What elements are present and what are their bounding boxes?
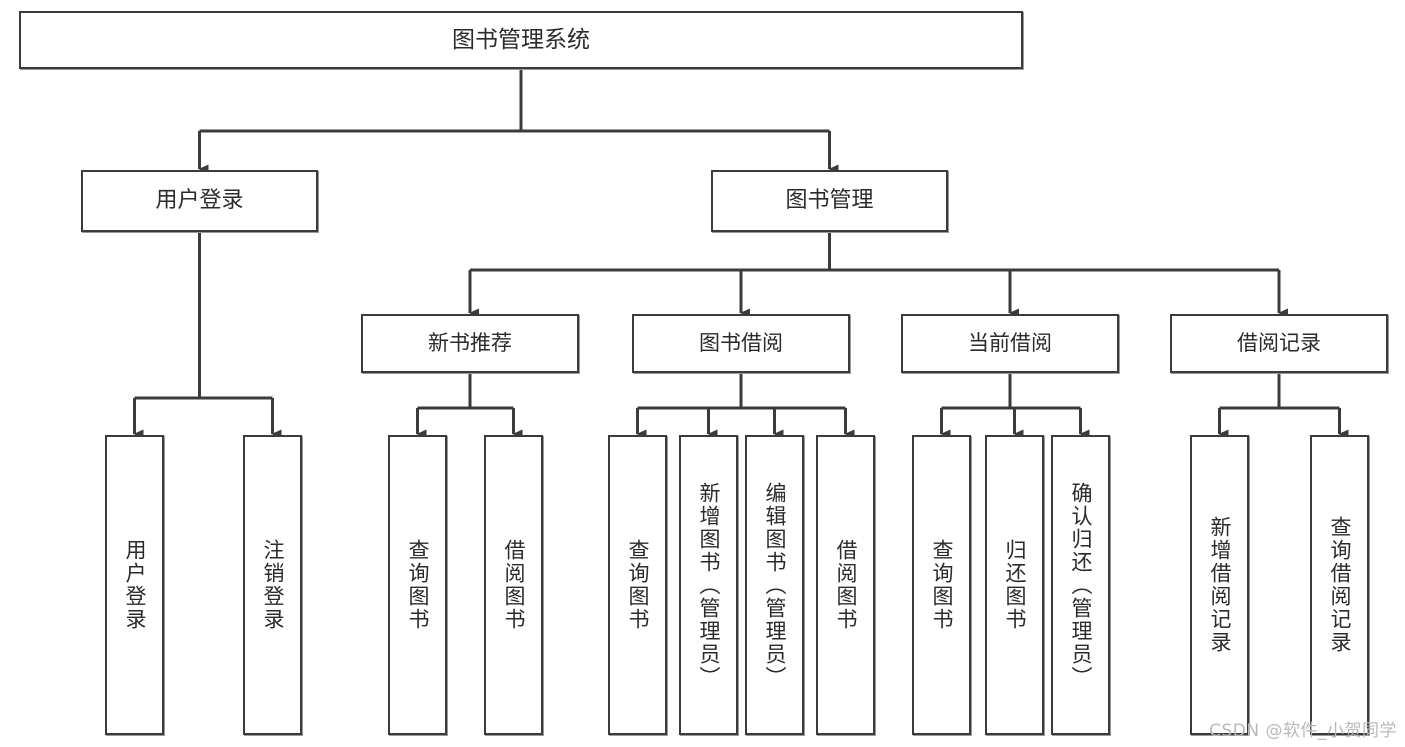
node-label-leaf-record-1: 新增借阅记录 (1208, 516, 1232, 654)
node-label-newbook: 新书推荐 (428, 331, 512, 356)
node-leaf-current-2[interactable]: 归还图书 (985, 435, 1044, 735)
node-label-leaf-record-2: 查询借阅记录 (1328, 516, 1352, 654)
node-leaf-record-1[interactable]: 新增借阅记录 (1190, 435, 1249, 735)
node-bookmgmt[interactable]: 图书管理 (711, 170, 948, 232)
node-leaf-new-1[interactable]: 查询图书 (388, 435, 447, 735)
node-label-leaf-login-1: 用户登录 (123, 539, 147, 631)
node-label-leaf-new-2: 借阅图书 (502, 539, 526, 631)
node-leaf-current-3[interactable]: 确认归还（管理员） (1051, 435, 1110, 735)
node-leaf-login-2[interactable]: 注销登录 (243, 435, 302, 735)
node-label-leaf-borrow-2: 新增图书（管理员） (697, 481, 721, 689)
node-label-records: 借阅记录 (1237, 331, 1321, 356)
node-root[interactable]: 图书管理系统 (19, 11, 1023, 69)
node-label-leaf-login-2: 注销登录 (261, 539, 285, 631)
node-current[interactable]: 当前借阅 (901, 314, 1119, 373)
node-label-leaf-current-3: 确认归还（管理员） (1069, 481, 1093, 689)
node-label-login: 用户登录 (155, 188, 244, 214)
node-label-current: 当前借阅 (968, 331, 1052, 356)
node-label-leaf-current-1: 查询图书 (930, 539, 954, 631)
node-label-leaf-borrow-1: 查询图书 (626, 539, 650, 631)
node-newbook[interactable]: 新书推荐 (361, 314, 579, 373)
node-records[interactable]: 借阅记录 (1170, 314, 1388, 373)
node-leaf-current-1[interactable]: 查询图书 (912, 435, 971, 735)
node-borrow[interactable]: 图书借阅 (632, 314, 850, 373)
node-label-borrow: 图书借阅 (699, 331, 783, 356)
node-label-root: 图书管理系统 (452, 26, 590, 53)
node-leaf-record-2[interactable]: 查询借阅记录 (1310, 435, 1369, 735)
node-label-leaf-borrow-3: 编辑图书（管理员） (763, 481, 787, 689)
node-leaf-borrow-4[interactable]: 借阅图书 (816, 435, 875, 735)
node-label-bookmgmt: 图书管理 (785, 188, 874, 214)
node-login[interactable]: 用户登录 (81, 170, 318, 232)
node-leaf-login-1[interactable]: 用户登录 (105, 435, 164, 735)
node-label-leaf-current-2: 归还图书 (1003, 539, 1027, 631)
node-label-leaf-borrow-4: 借阅图书 (834, 539, 858, 631)
node-leaf-borrow-2[interactable]: 新增图书（管理员） (679, 435, 738, 735)
node-label-leaf-new-1: 查询图书 (406, 539, 430, 631)
edge-layer (133, 69, 1349, 439)
node-leaf-borrow-1[interactable]: 查询图书 (608, 435, 667, 735)
node-leaf-borrow-3[interactable]: 编辑图书（管理员） (745, 435, 804, 735)
node-leaf-new-2[interactable]: 借阅图书 (484, 435, 543, 735)
